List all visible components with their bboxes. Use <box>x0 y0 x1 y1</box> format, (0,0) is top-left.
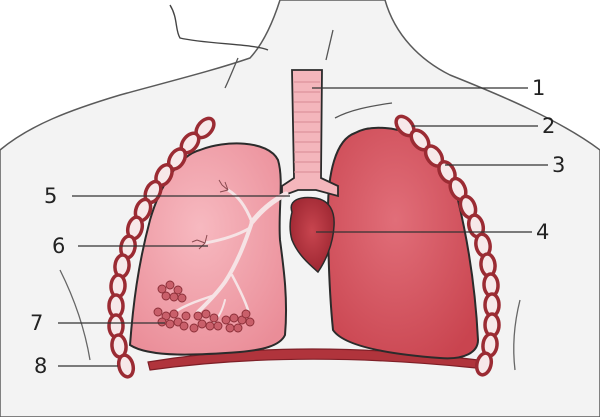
jaw-line <box>170 5 268 50</box>
label-7: 7 <box>30 311 43 335</box>
label-6: 6 <box>52 234 65 258</box>
label-3: 3 <box>552 153 565 177</box>
label-8: 8 <box>34 354 47 378</box>
label-5: 5 <box>44 184 57 208</box>
label-4: 4 <box>536 220 549 244</box>
label-1: 1 <box>532 76 545 100</box>
label-2: 2 <box>542 114 555 138</box>
